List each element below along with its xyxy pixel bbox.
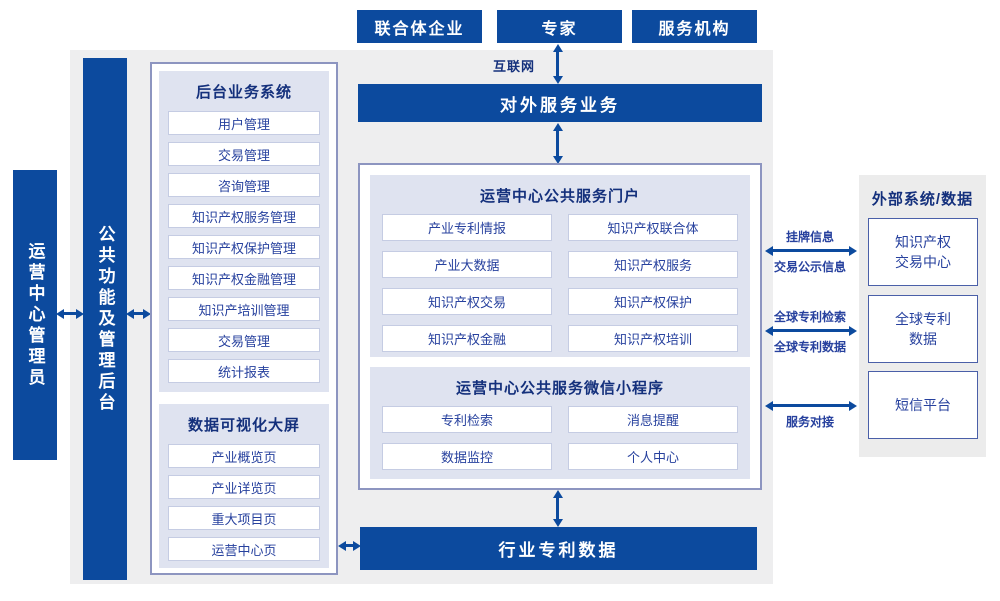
arrow-backend-leftbox-icon — [134, 312, 143, 315]
data-screen-item: 产业概览页 — [168, 444, 320, 468]
external-systems-title: 外部系统/数据 — [871, 191, 974, 208]
portal-item: 知识产权金融 — [382, 325, 552, 352]
data-screen-title: 数据可视化大屏 — [187, 417, 300, 434]
portal-item: 知识产权交易 — [382, 288, 552, 315]
arrow-sms-icon — [773, 404, 849, 407]
miniprogram-panel: 运营中心公共服务微信小程序 专利检索 消息提醒 数据监控 个人中心 — [370, 367, 750, 479]
industry-patent-label: 行业专利数据 — [498, 541, 619, 560]
external-service-label: 对外服务业务 — [500, 95, 620, 115]
backend-item: 交易管理 — [168, 328, 320, 352]
backend-item: 知识产权金融管理 — [168, 266, 320, 290]
portal-panel: 运营中心公共服务门户 产业专利情报 知识产权联合体 产业大数据 知识产权服务 知… — [370, 175, 750, 357]
backend-item: 知识产培训管理 — [168, 297, 320, 321]
data-screen-panel: 数据可视化大屏 产业概览页 产业详览页 重大项目页 运营中心页 — [159, 404, 329, 568]
global-patent-search-label: 全球专利检索 — [773, 310, 846, 324]
miniprogram-item: 专利检索 — [382, 406, 552, 433]
left-systems-container: 后台业务系统 用户管理 交易管理 咨询管理 知识产权服务管理 知识产权保护管理 … — [150, 62, 338, 575]
listing-info-label: 挂牌信息 — [785, 230, 834, 244]
portal-item: 知识产权保护 — [568, 288, 738, 315]
miniprogram-title: 运营中心公共服务微信小程序 — [455, 380, 664, 397]
center-container: 运营中心公共服务门户 产业专利情报 知识产权联合体 产业大数据 知识产权服务 知… — [358, 163, 762, 490]
service-connect-label: 服务对接 — [785, 415, 834, 429]
backend-item: 咨询管理 — [168, 173, 320, 197]
arrow-global-patent-icon — [773, 329, 849, 332]
portal-item: 知识产权联合体 — [568, 214, 738, 241]
portal-item: 产业专利情报 — [382, 214, 552, 241]
actor-service-org-label: 服务机构 — [658, 20, 731, 38]
arrow-admin-backend-icon — [64, 312, 76, 315]
actor-expert-label: 专家 — [541, 20, 578, 38]
backend-system-panel: 后台业务系统 用户管理 交易管理 咨询管理 知识产权服务管理 知识产权保护管理 … — [159, 71, 329, 392]
backend-item: 交易管理 — [168, 142, 320, 166]
arrow-trade-center-icon — [773, 249, 849, 252]
portal-item: 知识产权服务 — [568, 251, 738, 278]
external-service-bar: 对外服务业务 — [358, 84, 762, 122]
backend-item: 知识产权服务管理 — [168, 204, 320, 228]
external-system-global-patent: 全球专利 数据 — [868, 295, 978, 363]
portal-title: 运营中心公共服务门户 — [479, 188, 640, 205]
backend-item: 统计报表 — [168, 359, 320, 383]
portal-item: 知识产权培训 — [568, 325, 738, 352]
actor-consortium-box: 联合体企业 — [357, 10, 482, 43]
portal-item: 产业大数据 — [382, 251, 552, 278]
internet-label: 互联网 — [492, 59, 535, 74]
arrow-screen-to-patent-icon — [346, 544, 353, 547]
actor-consortium-label: 联合体企业 — [374, 20, 465, 38]
backend-item: 用户管理 — [168, 111, 320, 135]
miniprogram-item: 数据监控 — [382, 443, 552, 470]
miniprogram-grid: 专利检索 消息提醒 数据监控 个人中心 — [382, 406, 738, 470]
global-patent-data-label: 全球专利数据 — [773, 340, 846, 354]
trade-publicity-label: 交易公示信息 — [773, 260, 846, 274]
external-system-trade-center: 知识产权 交易中心 — [868, 218, 978, 286]
arrow-internet-icon — [556, 52, 559, 76]
backend-vertical-label: 公共功能及管理后台 — [95, 224, 115, 414]
admin-vertical-bar: 运营中心管理员 — [13, 170, 57, 460]
portal-grid: 产业专利情报 知识产权联合体 产业大数据 知识产权服务 知识产权交易 知识产权保… — [382, 214, 738, 352]
industry-patent-bar: 行业专利数据 — [360, 527, 757, 570]
external-system-sms: 短信平台 — [868, 371, 978, 439]
miniprogram-item: 个人中心 — [568, 443, 738, 470]
miniprogram-item: 消息提醒 — [568, 406, 738, 433]
data-screen-item: 运营中心页 — [168, 537, 320, 561]
admin-vertical-label: 运营中心管理员 — [25, 241, 45, 389]
actor-service-org-box: 服务机构 — [632, 10, 757, 43]
backend-system-title: 后台业务系统 — [195, 84, 292, 101]
arrow-bar-to-portal-icon — [556, 131, 559, 156]
actor-expert-box: 专家 — [497, 10, 622, 43]
data-screen-item: 重大项目页 — [168, 506, 320, 530]
backend-item: 知识产权保护管理 — [168, 235, 320, 259]
backend-vertical-bar: 公共功能及管理后台 — [83, 58, 127, 580]
arrow-portal-to-patent-icon — [556, 498, 559, 519]
data-screen-item: 产业详览页 — [168, 475, 320, 499]
